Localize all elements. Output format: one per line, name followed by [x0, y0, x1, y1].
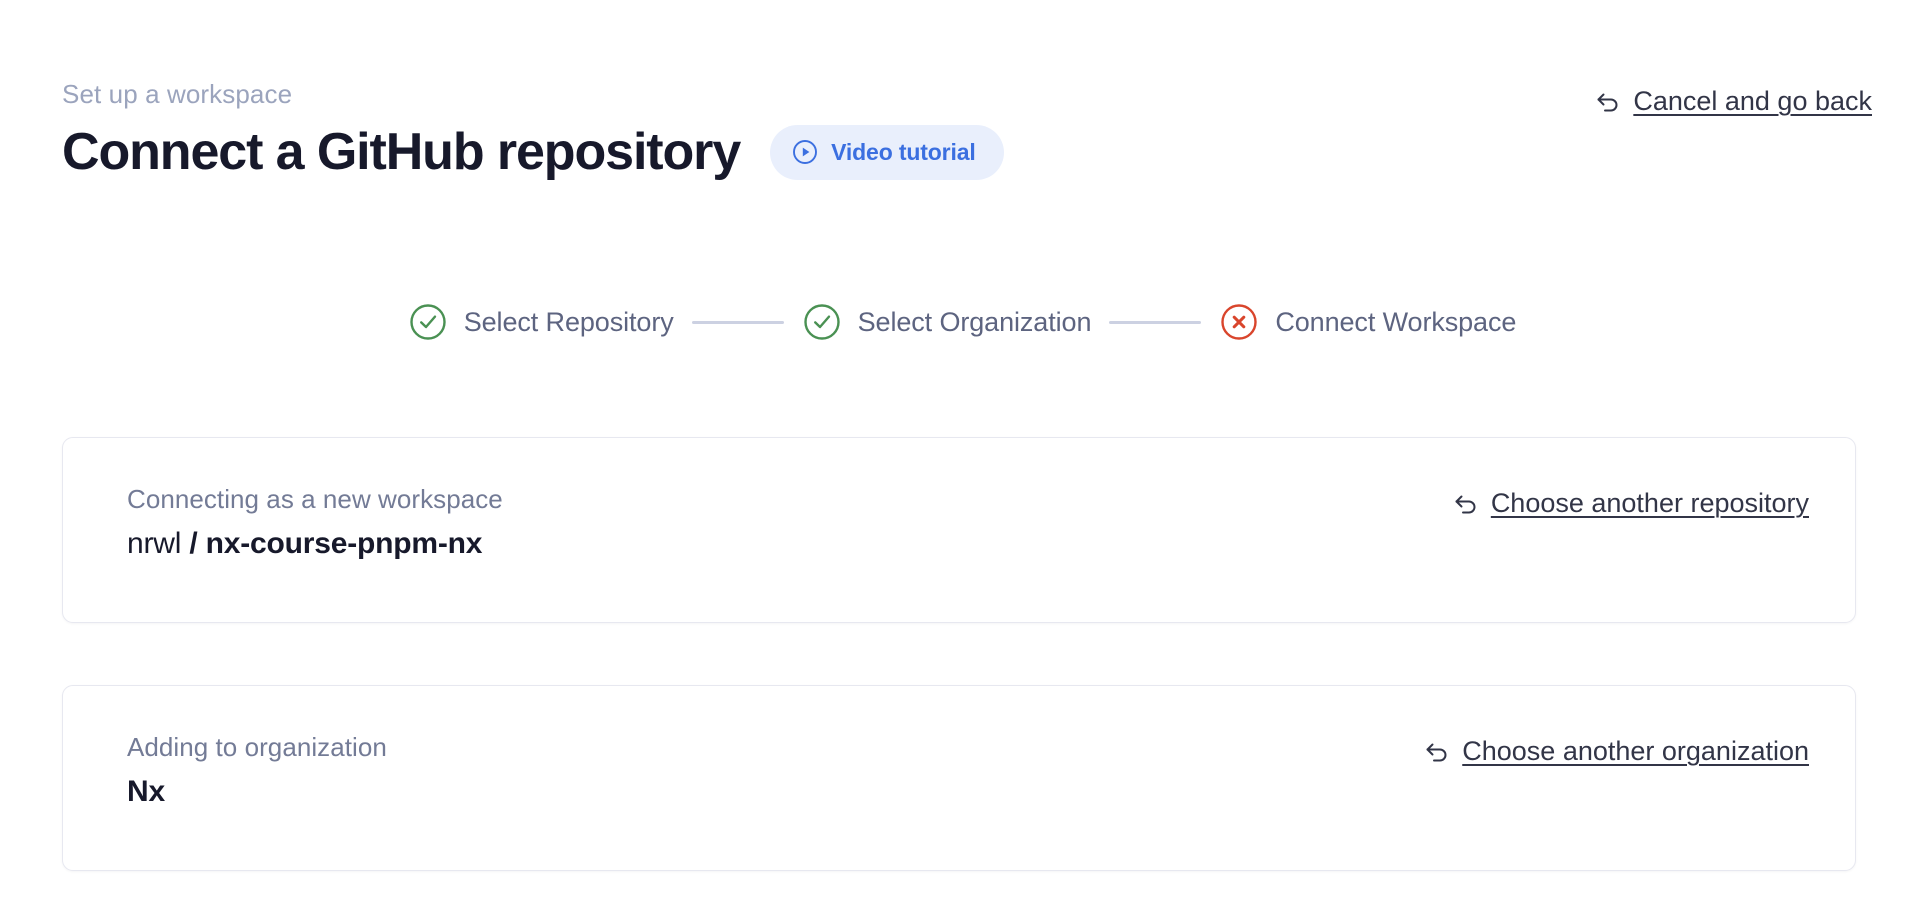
- choose-another-organization-label: Choose another organization: [1462, 736, 1809, 766]
- organization-card-content: Adding to organization Nx: [127, 731, 387, 811]
- undo-arrow-icon: [1594, 87, 1622, 115]
- step-label: Select Organization: [857, 307, 1092, 337]
- x-circle-icon: [1219, 302, 1259, 342]
- repository-card-value: nrwl / nx-course-pnpm-nx: [127, 525, 503, 563]
- check-circle-icon: [802, 302, 842, 342]
- step-label: Select Repository: [463, 307, 674, 337]
- page-header: Set up a workspace Connect a GitHub repo…: [62, 78, 1872, 183]
- step-connector: [691, 320, 784, 324]
- title-row: Connect a GitHub repository Video tutori…: [62, 121, 1872, 183]
- organization-card: Adding to organization Nx Choose another…: [62, 685, 1856, 871]
- undo-arrow-icon: [1452, 489, 1480, 517]
- organization-card-caption: Adding to organization: [127, 732, 387, 762]
- choose-another-repository-link[interactable]: Choose another repository: [1452, 486, 1809, 520]
- undo-arrow-icon: [1423, 737, 1451, 765]
- page-title: Connect a GitHub repository: [62, 123, 741, 181]
- progress-stepper: Select Repository Select Organization Co…: [0, 302, 1924, 342]
- step-connector: [1109, 320, 1202, 324]
- repository-card-caption: Connecting as a new workspace: [127, 484, 503, 514]
- breadcrumb-eyebrow: Set up a workspace: [62, 79, 293, 109]
- choose-another-organization-link[interactable]: Choose another organization: [1423, 734, 1809, 768]
- repository-card-content: Connecting as a new workspace nrwl / nx-…: [127, 483, 503, 563]
- organization-card-value: Nx: [127, 775, 165, 808]
- video-tutorial-button[interactable]: Video tutorial: [770, 124, 1004, 180]
- check-circle-icon: [408, 302, 448, 342]
- repository-name: nx-course-pnpm-nx: [205, 527, 483, 560]
- play-circle-icon: [792, 139, 818, 165]
- repository-owner: nrwl: [127, 527, 182, 560]
- step-label: Connect Workspace: [1275, 307, 1517, 337]
- step-select-organization[interactable]: Select Organization: [802, 302, 1092, 342]
- cancel-and-go-back-label: Cancel and go back: [1633, 86, 1872, 116]
- step-select-repository[interactable]: Select Repository: [408, 302, 674, 342]
- video-tutorial-label: Video tutorial: [831, 138, 976, 165]
- step-connect-workspace[interactable]: Connect Workspace: [1219, 302, 1516, 342]
- cancel-and-go-back-link[interactable]: Cancel and go back: [1594, 84, 1872, 118]
- repository-separator: /: [181, 527, 206, 560]
- repository-card: Connecting as a new workspace nrwl / nx-…: [62, 437, 1856, 623]
- choose-another-repository-label: Choose another repository: [1490, 488, 1809, 518]
